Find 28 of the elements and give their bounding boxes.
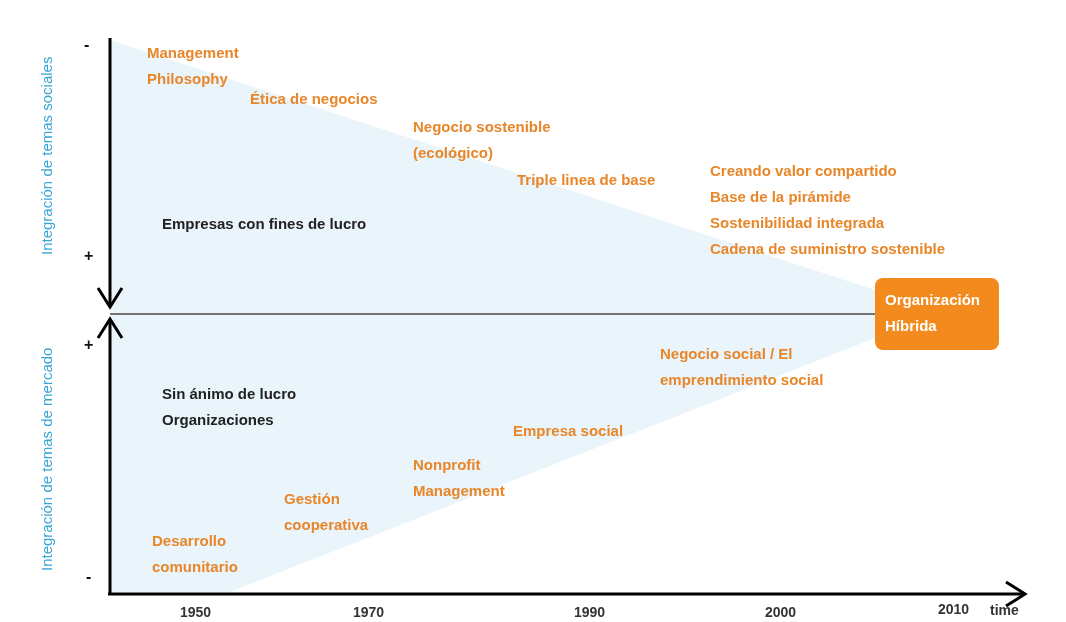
tick-label: 2000 <box>765 603 797 622</box>
concept-text: Empresa social <box>513 421 624 441</box>
concept-text: Negocio sostenible (ecológico) <box>413 117 552 163</box>
concept-text: Sostenibilidad integrada <box>710 213 885 233</box>
tick-label: 1950 <box>180 603 212 622</box>
concept-text: Triple linea de base <box>517 170 656 190</box>
concept-text: Creando valor compartido <box>710 161 897 181</box>
concept-text: Management Philosophy <box>147 43 240 89</box>
concept-text: Cadena de suministro sostenible <box>710 239 946 259</box>
concept-text: Gestión cooperativa <box>284 489 370 535</box>
sector-text: Empresas con fines de lucro <box>162 214 367 234</box>
axis-title: Integración de temas sociales <box>38 55 56 258</box>
tick-label: 1990 <box>574 603 606 622</box>
tick-label: 1970 <box>353 603 385 622</box>
tick-label: 2010 <box>938 600 970 619</box>
concept-text: Ética de negocios <box>250 89 378 109</box>
concept-text: Desarrollo comunitario <box>152 531 239 577</box>
highlight-box: Organización Híbrida <box>875 278 999 350</box>
axis-title: Integración de temas de mercado <box>38 346 56 573</box>
concept-text: Base de la pirámide <box>710 187 851 207</box>
axis-sign: + <box>84 246 94 266</box>
axis-title: time <box>990 601 1019 620</box>
sector-text: Sin ánimo de lucro Organizaciones <box>162 384 298 430</box>
axis-sign: - <box>86 567 92 587</box>
axis-sign: + <box>84 335 94 355</box>
concept-text: Negocio social / El emprendimiento social <box>660 344 825 390</box>
concept-text: Nonprofit Management <box>413 455 506 501</box>
axis-sign: - <box>84 35 90 55</box>
